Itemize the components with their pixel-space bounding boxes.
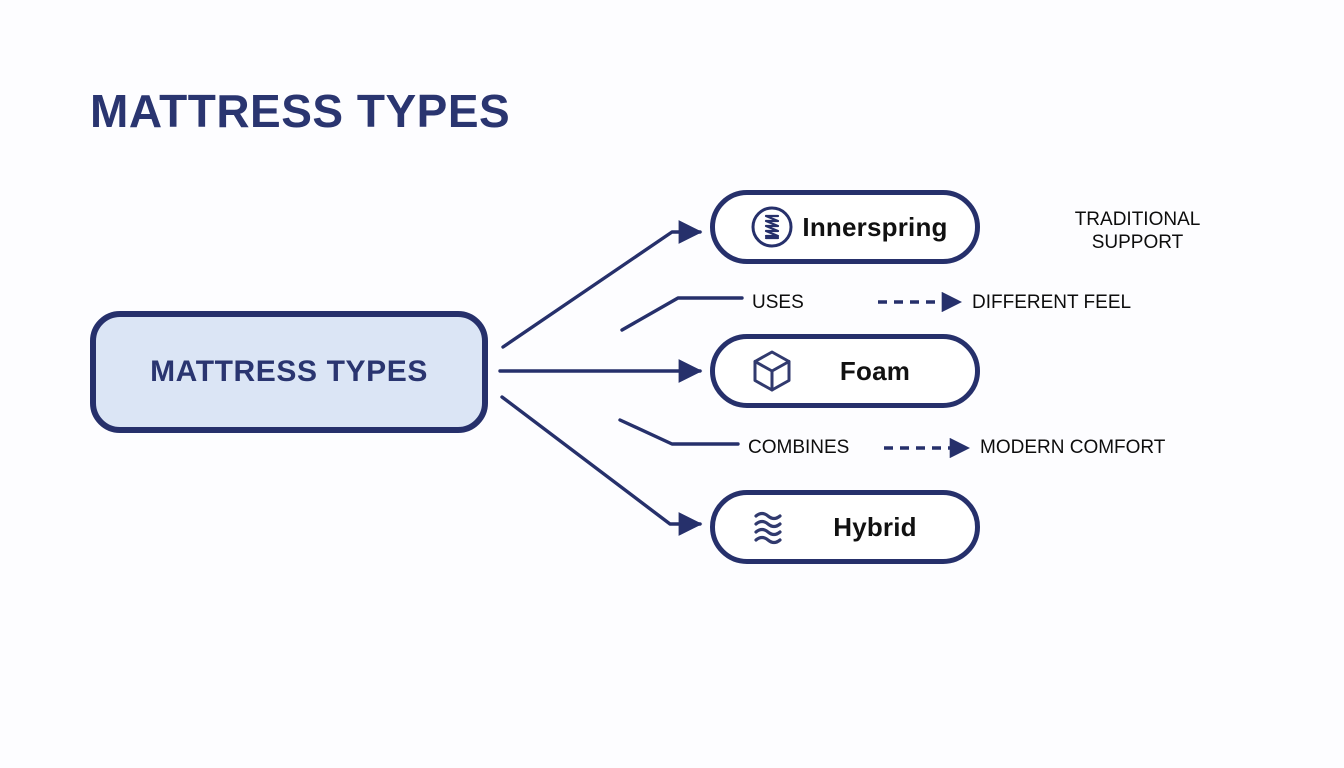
type-node-label-hybrid: Hybrid [833,511,917,542]
type-node-label-innerspring: Innerspring [802,211,948,242]
type-node-hybrid[interactable]: Hybrid [710,490,980,564]
annotation-traditional-support: TRADITIONAL SUPPORT [1040,208,1235,254]
annotation-traditional-support-line1: TRADITIONAL [1074,209,1201,230]
connector-root-to-hybrid [500,395,703,536]
type-node-label-foam: Foam [839,355,911,386]
root-node-mattress-types[interactable]: MATTRESS TYPES [90,311,488,433]
root-node-label: MATTRESS TYPES [150,355,428,388]
connector-root-to-innerspring [501,220,703,349]
type-node-foam[interactable]: Foam [710,334,980,408]
annotation-uses: USES [752,292,804,313]
annotation-different-feel: DIFFERENT FEEL [972,292,1132,313]
cube-icon [745,344,799,398]
annotation-modern-comfort: MODERN COMFORT [980,437,1166,458]
annotation-traditional-support-line2: SUPPORT [1091,232,1184,254]
page-title: MATTRESS TYPES [90,85,511,137]
waves-icon [745,500,799,554]
connector-uses-elbow [620,296,744,332]
annotation-combines: COMBINES [748,437,850,458]
connector-combines-elbow [618,418,740,446]
type-node-innerspring[interactable]: Innerspring [710,190,980,264]
coil-spring-circle-icon [745,200,799,254]
